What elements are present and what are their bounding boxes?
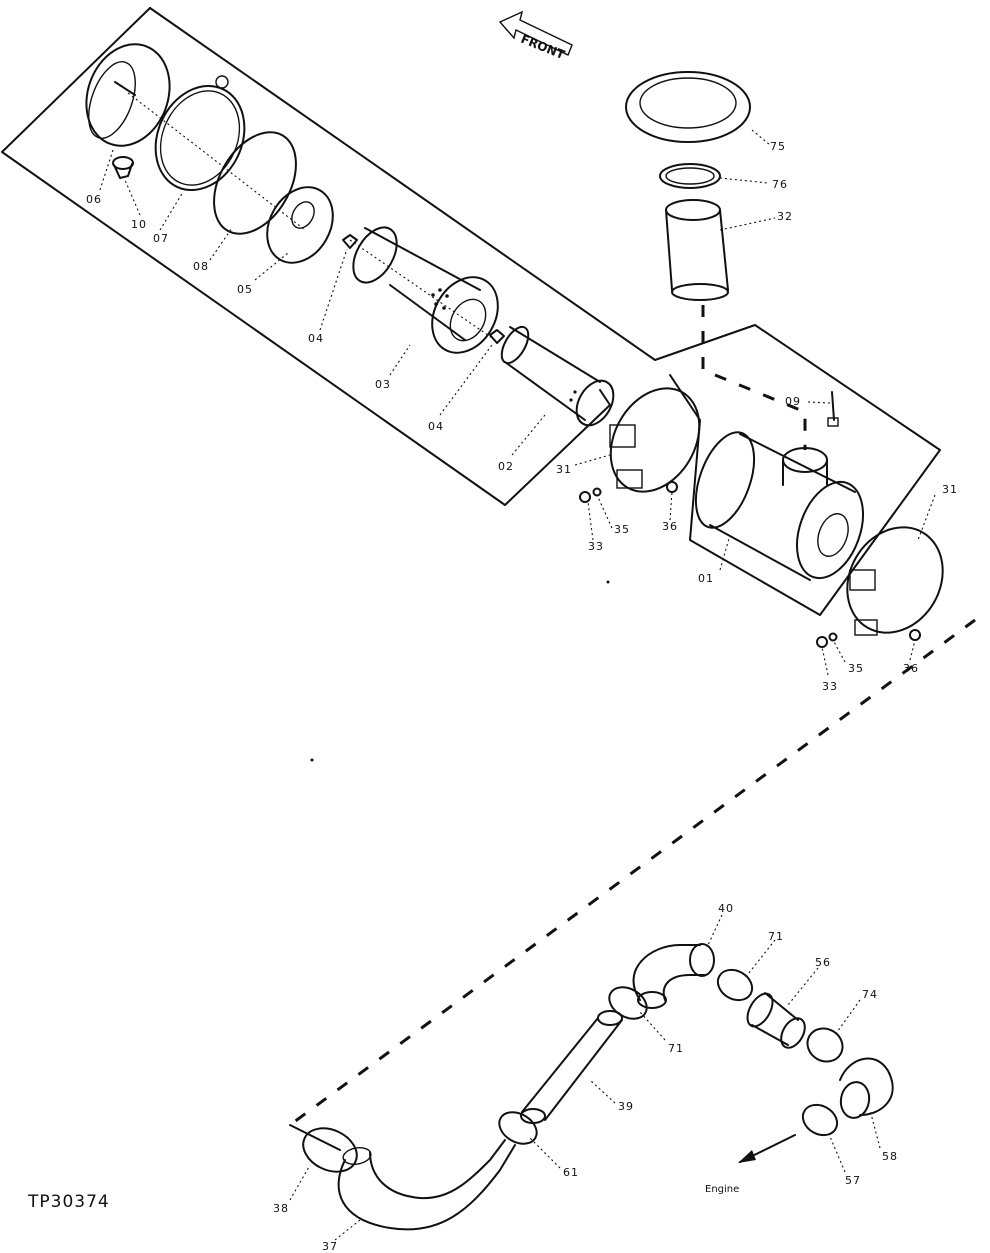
clamp-part-61 [498,1111,538,1145]
callout-31b: 31 [942,483,958,496]
callout-71a: 71 [768,930,784,943]
callout-10: 10 [131,218,147,231]
callout-06: 06 [86,193,102,206]
callout-36a: 36 [662,520,678,533]
clamp-part-71b [608,986,648,1020]
pipe-part-32 [665,199,729,301]
valve-part-10 [112,156,134,179]
secondary-element-part-02 [500,325,615,427]
callout-58: 58 [882,1150,898,1163]
callout-37: 37 [322,1240,338,1253]
elbow-part-40 [632,943,715,1009]
clamp-part-38 [302,1127,358,1173]
callout-33b: 33 [822,680,838,693]
sleeve-part-56 [746,992,806,1049]
reference-id: TP30374 [27,1192,110,1212]
callout-01: 01 [698,572,714,585]
assembly-boundary [1,7,976,1151]
callout-35a: 35 [614,523,630,536]
primary-element-part-03 [352,226,499,354]
callout-07: 07 [153,232,169,245]
clamp-part-71a [716,968,754,1002]
callout-61: 61 [563,1166,579,1179]
band-part-31b [846,526,944,636]
indicator-part-09 [827,391,839,427]
wingnut-part-04a [342,234,358,249]
front-arrow: FRONT [498,10,573,62]
cover-part-06 [85,43,171,147]
clamp-part-57 [801,1103,839,1137]
callout-36b: 36 [903,662,919,675]
callout-56: 56 [815,956,831,969]
callout-71b: 71 [668,1042,684,1055]
callout-04a: 04 [308,332,324,345]
front-label: FRONT [519,32,568,62]
callout-03: 03 [375,378,391,391]
clamp-part-76 [659,163,721,189]
callout-32: 32 [777,210,793,223]
fin-part-05 [266,186,334,264]
callout-labels: 06 10 07 08 05 04 03 04 02 31 35 33 36 0… [86,140,958,1253]
callout-08: 08 [193,260,209,273]
scan-dot [310,758,314,762]
cap-part-75 [625,71,751,143]
callout-02: 02 [498,460,514,473]
callout-76: 76 [772,178,788,191]
hose-part-37 [337,1139,516,1231]
tube-part-39 [520,1010,623,1124]
callout-40: 40 [718,902,734,915]
hardware-upper [579,481,678,503]
callout-74: 74 [862,988,878,1001]
callout-05: 05 [237,283,253,296]
elbow-part-58 [839,1057,894,1119]
callout-31a: 31 [556,463,572,476]
callout-09: 09 [785,395,801,408]
callout-33a: 33 [588,540,604,553]
callout-35b: 35 [848,662,864,675]
callout-75: 75 [770,140,786,153]
callout-38: 38 [273,1202,289,1215]
assembly-lines [127,92,807,450]
callout-04b: 04 [428,420,444,433]
callout-57: 57 [845,1174,861,1187]
callout-39: 39 [618,1100,634,1113]
clamp-part-74 [806,1027,844,1063]
engine-arrow [738,1134,796,1163]
engine-label: Engine [705,1184,739,1195]
leader-lines [99,129,936,1241]
scan-dot [606,580,610,584]
wingnut-part-04b [489,329,505,344]
hardware-lower [816,629,921,648]
housing-part-01 [694,431,864,581]
band-part-31a [609,387,701,493]
ring-part-07 [154,75,246,192]
gasket-part-08 [213,131,297,235]
